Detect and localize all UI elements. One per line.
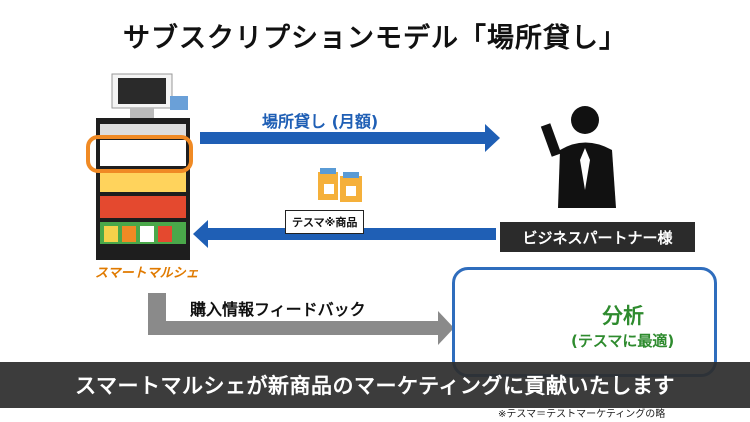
kiosk-illustration bbox=[96, 73, 190, 260]
bottom-banner: スマートマルシェが新商品のマーケティングに貢献いたします bbox=[0, 362, 750, 408]
rent-label: 場所貸し (月額) bbox=[262, 112, 379, 131]
analysis-title: 分析 bbox=[602, 304, 644, 328]
product-arrow bbox=[193, 220, 496, 248]
smart-marche-logo: スマートマルシェ bbox=[95, 266, 199, 281]
rent-arrow bbox=[200, 124, 500, 152]
feedback-arrow bbox=[148, 293, 454, 345]
highlight-shelf bbox=[86, 135, 193, 173]
supplement-bottles-icon bbox=[318, 168, 362, 202]
page-title: サブスクリプションモデル「場所貸し」 bbox=[123, 23, 627, 54]
partner-label: ビジネスパートナー様 bbox=[500, 222, 695, 252]
analysis-box bbox=[452, 267, 717, 377]
business-partner-silhouette bbox=[540, 106, 616, 208]
feedback-label: 購入情報フィードバック bbox=[190, 300, 366, 319]
product-label: テスマ※商品 bbox=[285, 210, 365, 234]
analysis-subtitle: (テスマに最適) bbox=[571, 332, 675, 350]
footnote: ※テスマ＝テストマーケティングの略 bbox=[498, 409, 666, 420]
